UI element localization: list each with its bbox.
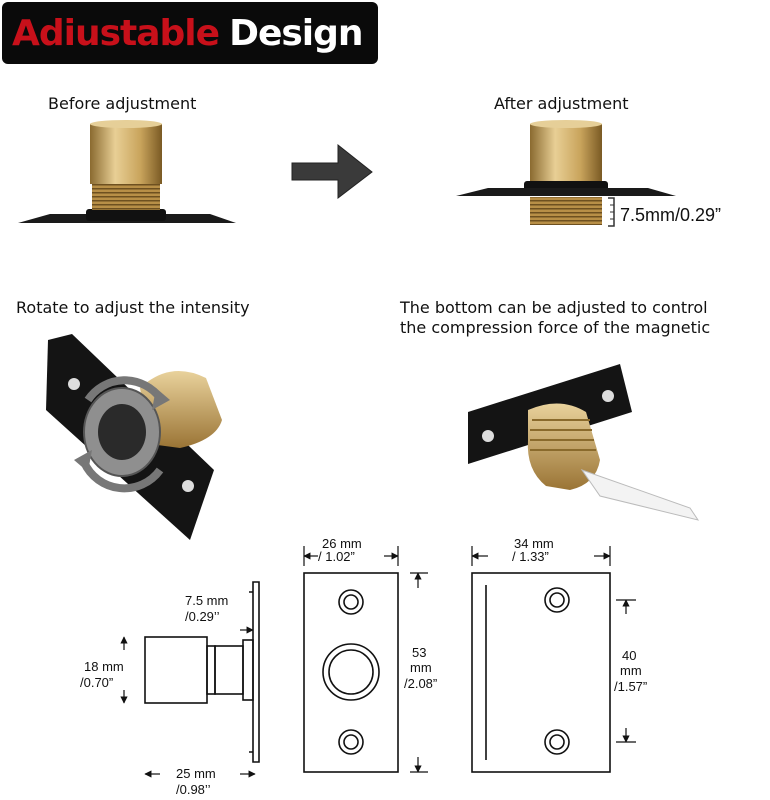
before-adjustment-illustration bbox=[18, 120, 236, 223]
plate-width-mm: 26 mm bbox=[322, 536, 362, 551]
front-plate-drawing bbox=[303, 572, 399, 773]
bottom-label-line1: The bottom can be adjusted to control bbox=[400, 298, 708, 317]
before-label: Before adjustment bbox=[48, 94, 197, 113]
side-offset-mm: 7.5 mm bbox=[185, 593, 228, 608]
rotate-label: Rotate to adjust the intensity bbox=[16, 298, 250, 317]
side-dimension-lines bbox=[120, 626, 256, 778]
depth-in: /0.98’’ bbox=[176, 782, 211, 797]
front-dimension-lines bbox=[303, 546, 428, 773]
diameter-in: /0.70” bbox=[80, 675, 113, 690]
after-label: After adjustment bbox=[494, 94, 629, 113]
hole-spacing-value: 40 bbox=[622, 648, 636, 663]
side-view-drawing bbox=[144, 581, 260, 763]
plate-height-unit: mm bbox=[410, 660, 432, 675]
title-word-design: Design bbox=[229, 12, 363, 54]
back-plate-drawing bbox=[471, 572, 611, 773]
back-dimension-lines bbox=[471, 546, 636, 743]
bottom-adjust-illustration bbox=[468, 364, 700, 521]
title-banner: Adiustable Design bbox=[2, 2, 378, 64]
hole-spacing-unit: mm bbox=[620, 663, 642, 678]
extension-measure-label: 7.5mm/0.29” bbox=[620, 205, 721, 225]
diameter-mm: 18 mm bbox=[84, 659, 124, 674]
plate-height-value: 53 bbox=[412, 645, 426, 660]
back-width-in: / 1.33” bbox=[512, 549, 549, 564]
depth-mm: 25 mm bbox=[176, 766, 216, 781]
plate-height-in: /2.08” bbox=[404, 676, 437, 691]
hole-spacing-in: /1.57” bbox=[614, 679, 647, 694]
back-width-mm: 34 mm bbox=[514, 536, 554, 551]
rotate-illustration bbox=[46, 334, 222, 540]
after-adjustment-illustration bbox=[456, 120, 676, 227]
arrow-right-icon bbox=[291, 143, 373, 200]
side-offset-in: /0.29’’ bbox=[185, 609, 220, 624]
title-word-adjustable: Adiustable bbox=[12, 12, 220, 54]
bottom-label-line2: the compression force of the magnetic bbox=[400, 318, 711, 337]
plate-width-in: / 1.02” bbox=[318, 549, 355, 564]
